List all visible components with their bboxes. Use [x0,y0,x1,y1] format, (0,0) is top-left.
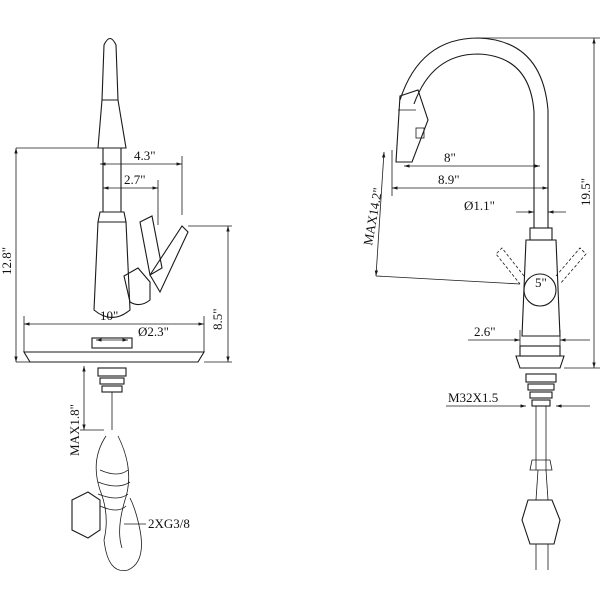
front-view-dimensions: 8" 8.9" Ø1.1" 19.5" MAX14.2" 5" 2.6" M32… [360,37,600,408]
front-hose-weight [521,499,561,545]
deck-plate [23,351,205,363]
lever-handle-raised [149,225,189,294]
dim-label-m32x1-5: M32X1.5 [448,390,498,405]
dim-label-5: 5" [535,275,547,290]
dim-label-19-5: 19.5" [578,178,593,206]
dim-label-4-3: 4.3" [134,148,156,163]
spout-tip [101,37,119,101]
dim-label-2-7: 2.7" [124,172,146,187]
faucet-body [93,221,131,319]
dim-label-d-1-1: Ø1.1" [464,198,495,213]
side-view-faucet [23,37,205,572]
lever-right-dashed [555,247,587,285]
dim-label-max-14-2: MAX14.2" [360,186,385,246]
dim-label-max-1-8: MAX1.8" [67,404,82,456]
dim-label-d-2-3: Ø2.3" [138,324,169,339]
dim-label-8-9: 8.9" [438,172,460,187]
hose-loop [103,497,142,572]
side-view-dimensions: 4.3" 2.7" 10" Ø2.3" 12.8" 8.5" MAX1.8" 2… [0,147,232,531]
sprayer-head [97,99,127,149]
hose-weight [71,491,101,539]
mounting-nut [97,367,127,377]
front-mounting-nut [525,373,557,383]
dim-label-2-6: 2.6" [474,324,496,339]
neck-collar [97,211,127,223]
lever-handle [139,215,163,276]
handle-circle [523,273,557,307]
dim-label-8: 8" [444,150,456,165]
dim-label-12-8: 12.8" [0,247,14,275]
front-view-faucet [395,37,587,570]
base-escutcheon [91,337,133,349]
dim-label-2xg3-8: 2XG3/8 [148,516,190,531]
supply-hose [95,435,107,541]
dim-label-8-5: 8.5" [210,308,225,330]
front-base [519,345,561,357]
lever-left-dashed [495,247,525,285]
handle-hub [123,267,151,306]
front-neck-collar [529,227,553,241]
front-sprayer-head [395,89,429,163]
dim-label-10: 10" [100,308,118,323]
